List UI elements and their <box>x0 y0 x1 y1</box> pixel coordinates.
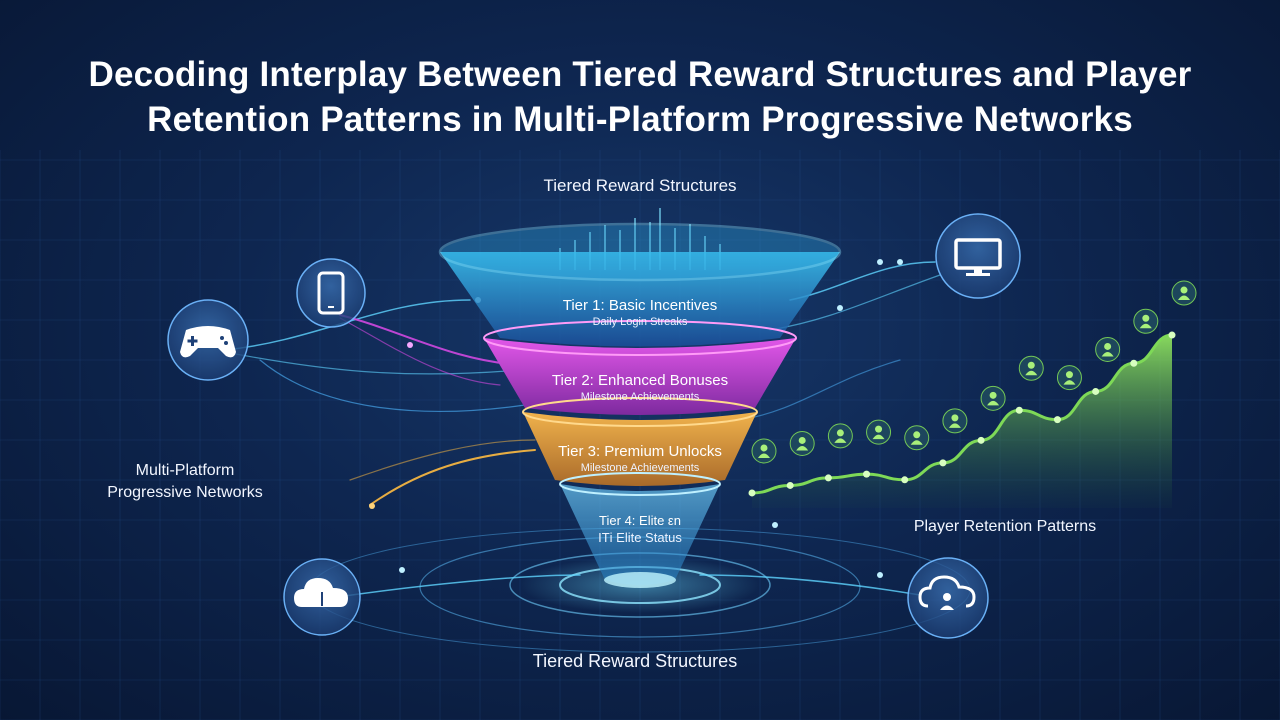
retention-point <box>901 476 909 484</box>
cloud-icon <box>294 578 348 607</box>
user-icon <box>1133 308 1159 334</box>
tier-1-segment <box>440 252 840 347</box>
user-icon <box>827 423 853 449</box>
label-multi-platform-line-1: Multi-Platform <box>135 462 235 479</box>
retention-area <box>752 335 1172 508</box>
retention-point <box>863 470 871 478</box>
tier-2-label: Tier 2: Enhanced Bonuses Milestone Achie… <box>510 372 770 403</box>
smartphone-icon <box>317 271 345 315</box>
retention-point <box>824 474 832 482</box>
tier-3-segment <box>523 412 757 486</box>
reward-funnel <box>438 208 842 588</box>
tier-4-segment <box>560 484 720 585</box>
retention-point <box>748 489 756 497</box>
user-icon <box>980 385 1006 411</box>
tier-1-label: Tier 1: Basic Incentives Daily Login Str… <box>510 297 770 328</box>
game-controller-bubble <box>167 299 249 381</box>
label-tiered-reward-structures-bottom: Tiered Reward Structures <box>532 651 738 671</box>
monitor-bubble <box>935 213 1021 299</box>
label-player-retention-patterns: Player Retention Patterns <box>913 518 1097 535</box>
tier-4-label: Tier 4: Elite εn ІΤi Elite Status <box>540 513 740 545</box>
retention-point <box>939 459 947 467</box>
tier-3-label: Tier 3: Premium Unlocks Milestone Achiev… <box>520 443 760 474</box>
retention-point <box>1168 331 1176 339</box>
tier-3-subtitle: Milestone Achievements <box>580 462 700 474</box>
tier-4-subtitle: ІΤi Elite Status <box>598 530 682 545</box>
game-controller-icon <box>180 326 236 358</box>
retention-point <box>977 436 985 444</box>
tier-3-title: Tier 3: Premium Unlocks <box>558 443 722 460</box>
connection-streams <box>224 259 941 599</box>
tier-2-segment <box>484 338 796 415</box>
tier-4-title: Tier 4: Elite εn <box>599 513 681 528</box>
tier-2-subtitle: Milestone Achievements <box>580 391 700 403</box>
label-multi-platform-line-2: Progressive Networks <box>107 484 263 501</box>
retention-point <box>1053 416 1061 424</box>
page-title: Decoding Interplay Between Tiered Reward… <box>40 52 1240 142</box>
retention-point <box>1130 359 1138 367</box>
tier-1-subtitle: Daily Login Streaks <box>592 316 688 328</box>
user-icon <box>866 419 892 445</box>
tier-2-title: Tier 2: Enhanced Bonuses <box>551 372 729 389</box>
player-retention-chart <box>748 280 1197 508</box>
retention-point <box>1092 387 1100 395</box>
title-line-1: Decoding Interplay Between Tiered Reward… <box>88 55 1192 94</box>
retention-point <box>786 481 794 489</box>
cloud-user-icon <box>918 575 976 610</box>
cloud-bubble <box>283 558 361 636</box>
monitor-icon <box>954 238 1002 276</box>
cloud-user-bubble <box>907 557 989 639</box>
user-icon <box>942 408 968 434</box>
title-line-2: Retention Patterns in Multi-Platform Pro… <box>147 100 1133 139</box>
user-icon <box>1056 365 1082 391</box>
user-icon <box>1171 280 1197 306</box>
user-icon <box>1095 336 1121 362</box>
retention-point <box>1015 406 1023 414</box>
label-multi-platform-networks: Multi-Platform Progressive Networks <box>60 460 310 504</box>
smartphone-bubble <box>296 258 366 328</box>
user-icon <box>789 430 815 456</box>
user-icon <box>1018 355 1044 381</box>
label-tiered-reward-structures-top: Tiered Reward Structures <box>543 176 737 195</box>
user-icon <box>751 438 777 464</box>
user-icon <box>904 425 930 451</box>
tier-1-title: Tier 1: Basic Incentives <box>562 297 718 314</box>
